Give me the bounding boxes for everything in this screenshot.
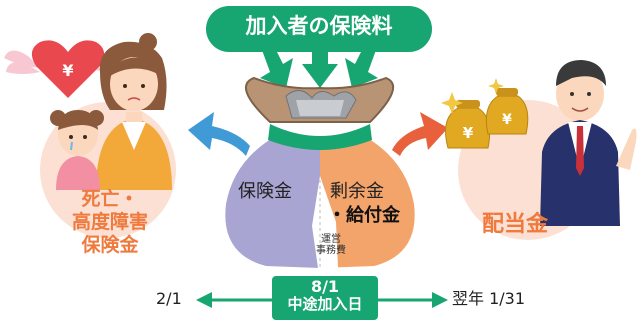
premium-label: 加入者の保険料 xyxy=(245,14,393,38)
bag-insurance-label: 保険金 xyxy=(238,181,292,202)
bag-expense-label: 運営 事務費 xyxy=(316,234,346,256)
money-bag xyxy=(225,76,415,268)
timeline xyxy=(196,276,448,320)
expense-line-2: 事務費 xyxy=(316,245,346,256)
orange-arrow-icon xyxy=(392,112,448,156)
businessman-figure xyxy=(540,60,637,226)
benefit-line-1: 死亡・ xyxy=(81,188,139,210)
death-disability-benefit-label: 死亡・ 高度障害 保険金 xyxy=(48,188,172,258)
svg-text:¥: ¥ xyxy=(463,124,474,142)
bag-benefit-label: ・給付金 xyxy=(328,205,400,226)
timeline-start-date: 2/1 xyxy=(156,289,182,308)
yen-bags-icon: ¥ ¥ xyxy=(441,78,529,149)
expense-line-1: 運営 xyxy=(321,234,341,245)
dividend-label: 配当金 xyxy=(482,212,549,237)
premium-banner xyxy=(206,6,432,52)
svg-text:¥: ¥ xyxy=(502,112,512,128)
timeline-end-date: 翌年 1/31 xyxy=(452,289,526,308)
join-date-box xyxy=(272,276,378,320)
mid-date: 8/1 xyxy=(310,277,340,296)
mid-join-date-label: 8/1 中途加入日 xyxy=(272,277,378,314)
premium-arrows-icon xyxy=(260,50,378,88)
mother-figure xyxy=(96,33,172,190)
bag-surplus-label: 剰余金 xyxy=(330,181,384,202)
child-figure xyxy=(50,110,104,190)
benefit-line-2: 高度障害 xyxy=(71,211,148,234)
blue-arrow-icon xyxy=(188,112,250,156)
benefit-line-3: 保険金 xyxy=(81,234,139,257)
mid-caption: 中途加入日 xyxy=(287,295,363,314)
svg-text:¥: ¥ xyxy=(62,61,73,80)
